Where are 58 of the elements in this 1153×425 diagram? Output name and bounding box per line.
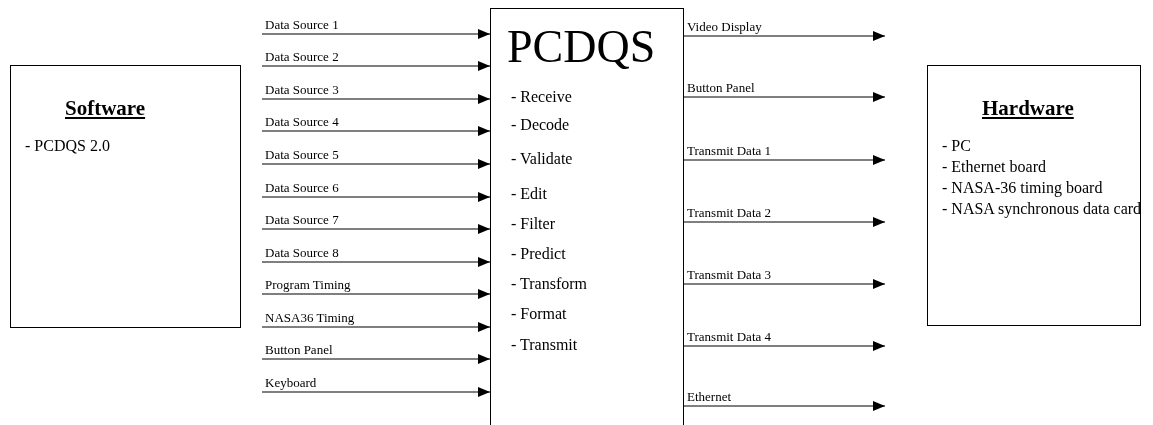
arrow — [261, 387, 491, 397]
edge-label: Data Source 5 — [265, 147, 339, 162]
list-item: - Transform — [511, 274, 587, 294]
edge-label: Button Panel — [265, 342, 333, 357]
edge-label: Transmit Data 2 — [687, 205, 772, 220]
edge-label: Transmit Data 4 — [687, 329, 772, 344]
edge-label: Transmit Data 1 — [687, 143, 772, 158]
list-item: - Transmit — [511, 335, 578, 355]
edge-label: Data Source 1 — [265, 17, 339, 32]
arrow — [261, 61, 491, 71]
arrow — [261, 257, 491, 267]
list-item: - Ethernet board — [942, 157, 1046, 177]
list-item: - Predict — [511, 244, 566, 264]
edge-label: Button Panel — [687, 80, 755, 95]
arrow — [683, 92, 886, 102]
arrow — [261, 192, 491, 202]
arrow — [261, 224, 491, 234]
arrow — [261, 126, 491, 136]
heading: Hardware — [982, 96, 1074, 121]
heading: PCDQS — [507, 20, 656, 74]
arrow — [683, 31, 886, 41]
list-item: - Format — [511, 304, 567, 324]
edge-label: Data Source 6 — [265, 180, 339, 195]
list-item: - Edit — [511, 184, 547, 204]
heading: Software — [65, 96, 146, 121]
arrow — [683, 155, 886, 165]
list-item: - Receive — [511, 87, 572, 107]
arrow — [261, 322, 491, 332]
edge-label: Data Source 2 — [265, 49, 339, 64]
arrow — [261, 354, 491, 364]
info-panel — [927, 65, 1141, 326]
list-item: - Decode — [511, 115, 570, 135]
edge-label: Data Source 7 — [265, 212, 339, 227]
edge-label: Transmit Data 3 — [687, 267, 772, 282]
list-item: - NASA-36 timing board — [942, 178, 1103, 198]
arrow — [261, 94, 491, 104]
arrow — [683, 401, 886, 411]
edge-label: Data Source 8 — [265, 245, 339, 260]
arrow — [683, 341, 886, 351]
arrow — [261, 159, 491, 169]
arrow — [683, 279, 886, 289]
edge-label: Data Source 3 — [265, 82, 339, 97]
arrow — [683, 217, 886, 227]
edge-label: Ethernet — [687, 389, 732, 404]
edge-label: Keyboard — [265, 375, 317, 390]
edge-label: NASA36 Timing — [265, 310, 355, 325]
edge-label: Data Source 4 — [265, 114, 339, 129]
edge-label: Video Display — [687, 19, 762, 34]
arrow — [261, 29, 491, 39]
list-item: - PCDQS 2.0 — [25, 136, 110, 156]
list-item: - PC — [942, 136, 971, 156]
process-box — [490, 8, 684, 425]
list-item: - Filter — [511, 214, 555, 234]
list-item: - NASA synchronous data card — [942, 199, 1142, 219]
arrow — [261, 289, 491, 299]
edge-label: Program Timing — [265, 277, 351, 292]
info-panel — [10, 65, 241, 328]
list-item: - Validate — [511, 149, 573, 169]
